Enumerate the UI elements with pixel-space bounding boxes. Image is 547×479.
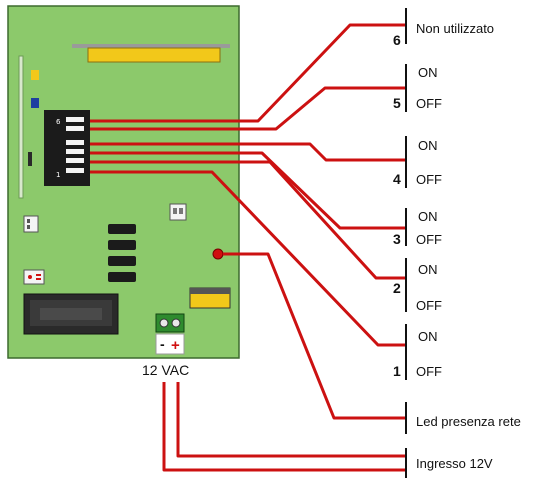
jumper-block (169, 203, 187, 221)
top-rail (72, 44, 230, 48)
wire-switch-1 (90, 170, 406, 347)
switch-5-off-label: OFF (416, 96, 442, 111)
wire-switch-5 (90, 86, 406, 131)
terminal-plus-label: + (171, 337, 180, 354)
power-input-label: Ingresso 12V (416, 456, 493, 471)
dip-lever-1 (66, 168, 84, 173)
pcb-board: 6 1 (7, 5, 240, 359)
dip-switch-body (44, 110, 90, 186)
power-led (212, 248, 224, 260)
wires (90, 23, 406, 472)
dip-lever-4 (66, 140, 84, 145)
switch-1-on-label: ON (418, 329, 438, 344)
dip-lever-3 (66, 149, 84, 154)
switch-6-number: 6 (393, 32, 401, 48)
power-terminal-block: - + (155, 313, 185, 355)
blue-component (31, 98, 39, 108)
dip-switch-levers (66, 117, 84, 173)
wire-power-negative (162, 382, 406, 472)
wire-led (223, 252, 406, 420)
small-connector (23, 215, 39, 233)
switch-4-on-label: ON (418, 138, 438, 153)
relay (23, 293, 119, 335)
terminal-minus-label: - (160, 336, 165, 352)
switch-1-off-label: OFF (416, 364, 442, 379)
wire-switch-4 (90, 142, 406, 162)
switch-6-label: Non utilizzato (416, 21, 494, 36)
wire-switch-2 (90, 160, 406, 280)
wire-power-positive (176, 382, 406, 458)
edge-strip (18, 55, 24, 199)
yellow-led (31, 70, 39, 80)
small-resistor (28, 152, 32, 166)
switch-2-on-label: ON (418, 262, 438, 277)
wire-switch-6 (90, 23, 406, 123)
dip-lever-6 (66, 117, 84, 122)
led-label: Led presenza rete (416, 414, 521, 429)
switch-3-off-label: OFF (416, 232, 442, 247)
dip-pin-label-bottom: 1 (56, 171, 60, 179)
wire-switch-3 (90, 151, 406, 230)
dip-lever-2 (66, 158, 84, 163)
resistor-stack (108, 224, 136, 282)
supply-voltage-label: 12 VAC (142, 362, 189, 378)
switch-5-on-label: ON (418, 65, 438, 80)
switch-2-number: 2 (393, 280, 401, 296)
dip-pin-label-top: 6 (56, 118, 61, 126)
switch-3-on-label: ON (418, 209, 438, 224)
dip-switch: 6 1 (44, 110, 90, 186)
dip-lever-5 (66, 126, 84, 131)
switch-1-number: 1 (393, 363, 401, 379)
switch-3-number: 3 (393, 231, 401, 247)
switch-labels: Non utilizzato 6 ON OFF 5 ON OFF 4 ON OF… (142, 21, 521, 471)
yellow-capacitor (87, 47, 221, 63)
switch-4-off-label: OFF (416, 172, 442, 187)
fuse-holder (23, 269, 45, 285)
yellow-component (189, 287, 231, 309)
switch-5-number: 5 (393, 95, 401, 111)
switch-2-off-label: OFF (416, 298, 442, 313)
switch-4-number: 4 (393, 171, 401, 187)
